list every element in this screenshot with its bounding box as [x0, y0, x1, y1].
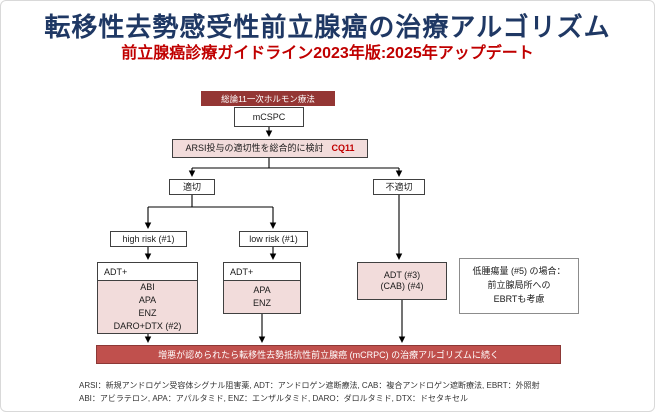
node-suitable: 適切	[169, 179, 215, 195]
treatment-low-risk-drugs: APA ENZ	[224, 280, 300, 313]
cq-reference: CQ11	[331, 143, 355, 154]
treatment-low-risk-header: ADT+	[224, 263, 300, 280]
ebrt-note-line: EBRTも考慮	[493, 293, 545, 304]
treatment-high-risk-drugs: ABI APA ENZ DARO+DTX (#2)	[98, 280, 197, 333]
node-low-risk: low risk (#1)	[239, 231, 308, 247]
drug-item: DARO+DTX (#2)	[113, 321, 182, 331]
node-unsuitable: 不適切	[373, 179, 425, 195]
arsi-check-text: ARSI投与の適切性を総合的に検討	[185, 143, 324, 154]
node-mcspc: mCSPC	[234, 107, 304, 127]
treatment-unsuitable-line: (CAB) (#4)	[380, 281, 424, 291]
node-high-risk: high risk (#1)	[110, 231, 187, 247]
ebrt-note-line: 低腫瘍量 (#5) の場合：	[472, 266, 566, 277]
treatment-unsuitable-line: ADT (#3)	[383, 270, 421, 281]
ebrt-note-box: 低腫瘍量 (#5) の場合： 前立腺局所への EBRTも考慮	[459, 258, 579, 314]
footnote-line-2: ABI：アビラテロン, APA：アパルタミド, ENZ：エンザルタミド, DAR…	[79, 394, 469, 403]
treatment-low-risk-box: ADT+ APA ENZ	[223, 262, 301, 314]
footnote-line-1: ARSI：新規アンドロゲン受容体シグナル阻害薬, ADT：アンドロゲン遮断療法,…	[79, 381, 540, 390]
ebrt-note-line: 前立腺局所への	[487, 280, 551, 291]
drug-item: ENZ	[138, 308, 157, 318]
drug-item: APA	[253, 285, 271, 295]
treatment-high-risk-box: ADT+ ABI APA ENZ DARO+DTX (#2)	[97, 262, 198, 334]
node-arsi-check: ARSI投与の適切性を総合的に検討 CQ11	[172, 139, 368, 158]
treatment-unsuitable-box: ADT (#3) (CAB) (#4)	[357, 262, 447, 300]
treatment-high-risk-header: ADT+	[98, 263, 197, 280]
progression-banner: 増悪が認められたら転移性去勢抵抗性前立腺癌 (mCRPC) の治療アルゴリズムに…	[96, 345, 561, 364]
page-subtitle: 前立腺癌診療ガイドライン2023年版:2025年アップデート	[121, 45, 534, 62]
page-title: 転移性去勢感受性前立腺癌の治療アルゴリズム	[44, 12, 611, 42]
drug-item: ENZ	[253, 298, 271, 308]
drug-item: APA	[138, 295, 157, 305]
section-label: 総論11一次ホルモン療法	[201, 91, 335, 106]
drug-item: ABI	[140, 282, 155, 292]
